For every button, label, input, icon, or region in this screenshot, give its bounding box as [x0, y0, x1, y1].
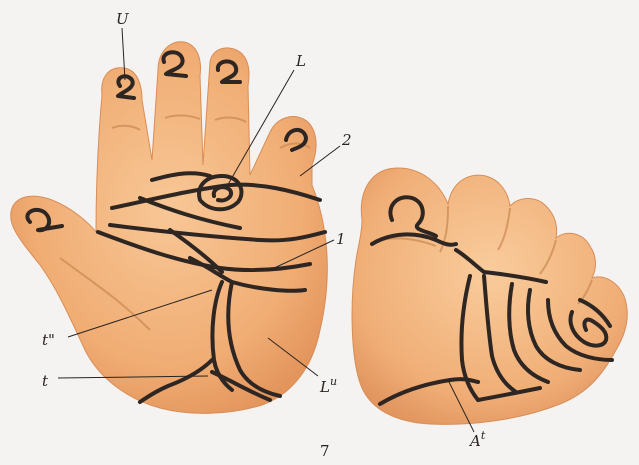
label-t: t — [42, 372, 49, 390]
label-At-sup: t — [481, 429, 486, 442]
figure-number: 7 — [320, 442, 330, 460]
label-At-base: A — [468, 432, 481, 450]
label-U: U — [116, 10, 130, 28]
label-Lu-sup: u — [330, 375, 337, 388]
label-t-double-prime: t" — [42, 331, 55, 349]
label-Lu: Lu — [319, 375, 337, 396]
label-At: At — [468, 429, 486, 450]
label-Lu-base: L — [319, 378, 330, 396]
label-2: 2 — [341, 131, 352, 149]
label-1: 1 — [336, 230, 346, 248]
label-L: L — [295, 52, 306, 70]
